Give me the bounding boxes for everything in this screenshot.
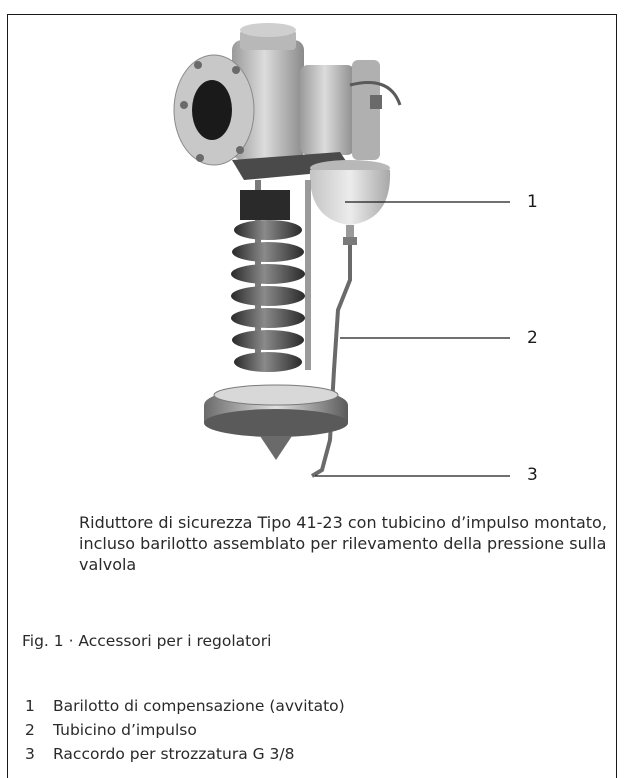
yoke-plate xyxy=(232,152,352,180)
impulse-line xyxy=(310,245,352,478)
callout-label-1: 1 xyxy=(527,192,538,212)
legend-text: Tubicino d’impulso xyxy=(53,721,197,739)
legend-text: Barilotto di compensazione (avvitato) xyxy=(53,697,345,715)
figure-title: Fig. 1 · Accessori per i regolatori xyxy=(22,632,272,650)
diaphragm-housing xyxy=(204,384,348,460)
legend-number: 2 xyxy=(25,721,35,739)
inlet-flange xyxy=(173,54,255,166)
legend-item: 1 Barilotto di compensazione (avvitato) xyxy=(25,694,345,718)
valve-illustration xyxy=(173,23,510,478)
legend-item: 2 Tubicino d’impulso xyxy=(25,718,345,742)
callout-label-2: 2 xyxy=(527,328,538,348)
legend-item: 3 Raccordo per strozzatura G 3/8 xyxy=(25,742,345,766)
legend-list: 1 Barilotto di compensazione (avvitato) 2… xyxy=(25,694,345,766)
legend-number: 3 xyxy=(25,745,35,763)
page-frame xyxy=(7,14,617,778)
figure-caption: Riduttore di sicurezza Tipo 41-23 con tu… xyxy=(79,513,607,574)
actuator-spring xyxy=(231,190,305,372)
valve-body xyxy=(232,23,402,160)
legend-number: 1 xyxy=(25,697,35,715)
compensation-tank xyxy=(309,160,391,245)
callout-label-3: 3 xyxy=(527,465,538,485)
yoke-rod-right xyxy=(305,180,311,370)
legend-text: Raccordo per strozzatura G 3/8 xyxy=(53,745,295,763)
